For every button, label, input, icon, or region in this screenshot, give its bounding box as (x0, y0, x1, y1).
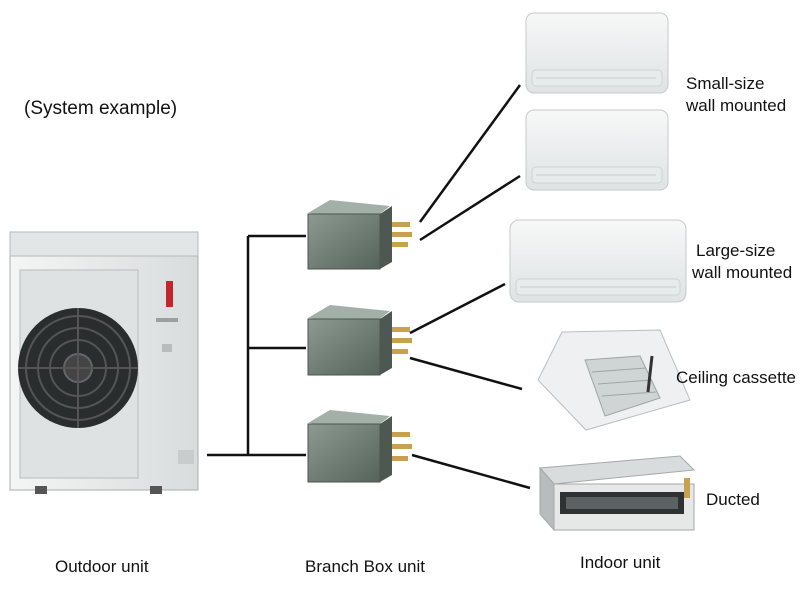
small-wall-unit-1 (525, 12, 669, 94)
indoor-type-ducted: Ducted (706, 490, 760, 509)
diagram-title: (System example) (24, 98, 178, 119)
indoor-type-large-wall-line1: Large-size (696, 241, 776, 260)
indoor-piping (409, 84, 531, 490)
outdoor-unit (9, 231, 199, 494)
outdoor-unit-label: Outdoor unit (55, 557, 149, 576)
branch-box-3 (307, 410, 412, 483)
indoor-type-small-wall-line2: wall mounted (686, 96, 787, 115)
ducted-unit (538, 455, 696, 532)
main-piping (207, 234, 306, 457)
indoor-type-small-wall-line1: Small-size (686, 74, 765, 93)
large-wall-unit (509, 219, 687, 303)
indoor-type-ceiling-cassette: Ceiling cassette (676, 368, 797, 387)
ceiling-cassette-unit (537, 329, 691, 431)
indoor-type-large-wall-line2: wall mounted (692, 263, 793, 282)
branch-box-1 (307, 200, 412, 270)
branch-box-2 (307, 305, 412, 376)
indoor-unit-label: Indoor unit (580, 553, 661, 572)
fujitsu-logo (166, 281, 173, 307)
branch-box-unit-label: Branch Box unit (305, 557, 426, 576)
fan-grille (18, 308, 138, 428)
small-wall-unit-2 (525, 109, 669, 191)
